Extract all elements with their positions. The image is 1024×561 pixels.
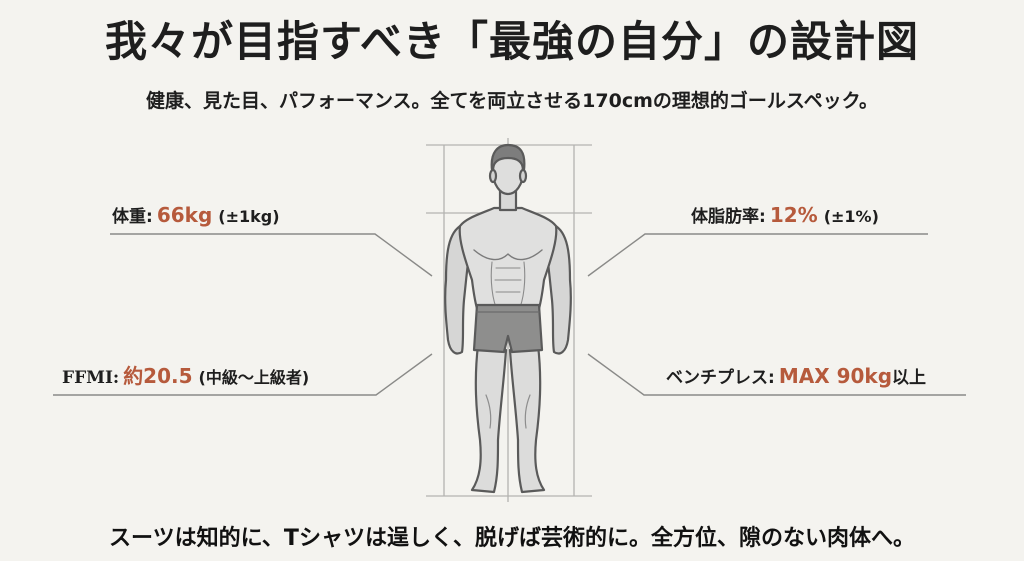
footer-tagline: スーツは知的に、Tシャツは逞しく、脱げば芸術的に。全方位、隙のない肉体へ。 (109, 526, 915, 551)
weight-tolerance: (±1kg) (218, 207, 280, 226)
ffmi-label: FFMI: (62, 368, 120, 388)
page-subtitle: 健康、見た目、パフォーマンス。全てを両立させる170cmの理想的ゴールスペック。 (145, 90, 879, 112)
leader-bodyfat (587, 233, 928, 277)
leader-lines (53, 233, 966, 396)
ffmi-value: 約20.5 (123, 364, 193, 388)
page-title: 我々が目指すべき「最強の自分」の設計図 (104, 17, 920, 66)
bench-press-label: ベンチプレス: (666, 368, 775, 388)
weight-value: 66kg (156, 203, 213, 227)
bench-press-suffix: 以上 (892, 368, 927, 388)
leader-weight (110, 233, 433, 277)
stat-weight: 体重:66kg (±1kg) (112, 201, 280, 231)
body-fat-value: 12% (769, 203, 818, 227)
male-figure-icon (444, 143, 572, 494)
leader-ffmi (53, 353, 433, 396)
body-fat-label: 体脂肪率: (691, 207, 766, 227)
body-fat-tolerance: (±1%) (823, 207, 879, 226)
stat-body-fat: 体脂肪率:12% (±1%) (691, 201, 879, 231)
stat-ffmi: FFMI:約20.5 (中級〜上級者) (62, 362, 309, 392)
leader-bench (587, 353, 966, 396)
bench-press-value: MAX 90kg (778, 364, 893, 388)
stat-bench-press: ベンチプレス:MAX 90kg以上 (666, 362, 926, 392)
ffmi-level: (中級〜上級者) (198, 368, 310, 387)
weight-label: 体重: (112, 207, 153, 227)
